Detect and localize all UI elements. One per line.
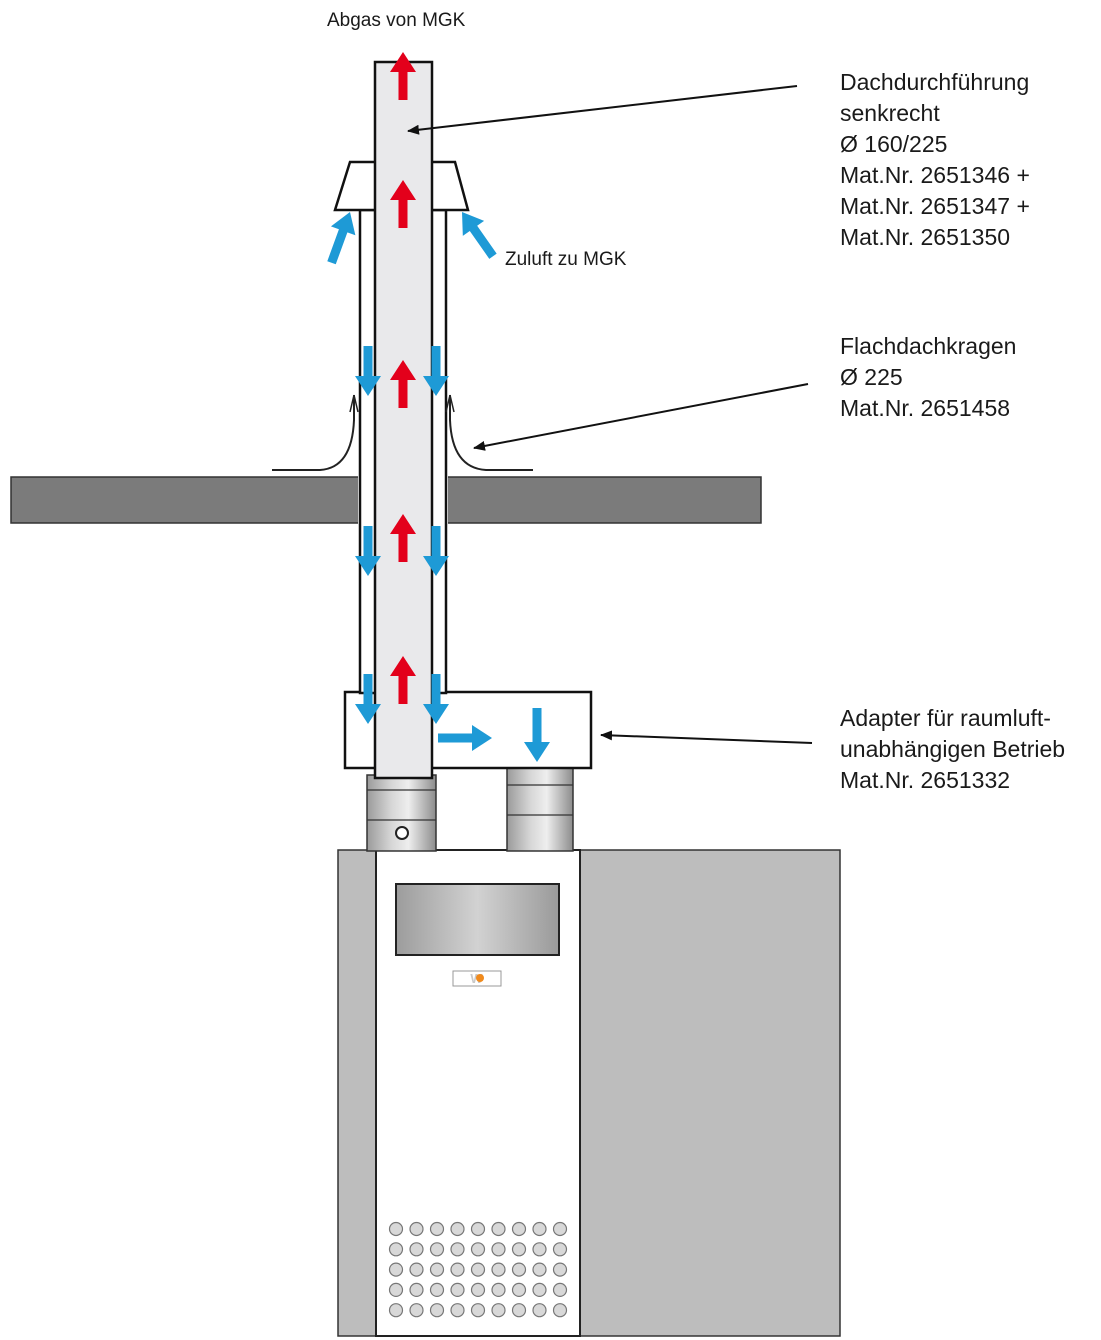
vent-hole: [429, 1282, 445, 1298]
vent-hole: [552, 1303, 568, 1318]
vent-hole: [450, 1242, 465, 1257]
vent-hole: [429, 1262, 445, 1277]
vent-hole: [429, 1242, 445, 1257]
vent-hole: [409, 1282, 424, 1298]
roof-duct-label-line4: Mat.Nr. 2651346 +: [840, 162, 1030, 188]
flat-roof-collar-label-line2: Ø 225: [840, 364, 903, 390]
air-intake-connection: [506, 767, 574, 852]
flat-roof-collar-label: Flachdachkragen Ø 225 Mat.Nr. 2651458: [840, 331, 1016, 424]
boiler-display-panel: [395, 883, 560, 956]
flow-arrows: [327, 52, 550, 762]
vent-hole: [450, 1262, 465, 1277]
vent-hole: [429, 1221, 445, 1237]
vent-hole: [491, 1303, 506, 1318]
vent-hole: [511, 1303, 527, 1318]
supply-air-label: Zuluft zu MGK: [505, 249, 627, 270]
vent-hole: [470, 1221, 486, 1237]
vent-hole: [388, 1282, 404, 1298]
vent-hole: [532, 1221, 547, 1237]
supply-inlet-arrow: [462, 212, 497, 259]
vent-hole: [552, 1221, 568, 1237]
vent-hole: [532, 1303, 547, 1318]
vent-hole: [388, 1303, 404, 1318]
vent-hole: [409, 1242, 424, 1257]
boiler-connections: [366, 767, 574, 852]
vent-hole: [409, 1221, 424, 1237]
vent-hole: [491, 1262, 506, 1277]
measuring-port-icon: [395, 826, 409, 840]
vent-hole: [450, 1221, 465, 1237]
adapter-label-line3: Mat.Nr. 2651332: [840, 767, 1011, 793]
vent-hole: [511, 1282, 527, 1298]
roof-duct-label-line5: Mat.Nr. 2651347 +: [840, 193, 1030, 219]
vent-hole: [409, 1303, 424, 1318]
vent-hole: [552, 1242, 568, 1257]
vent-hole: [388, 1242, 404, 1257]
boiler-side-panel-left: [337, 849, 377, 1337]
supply-flow-arrow: [355, 346, 381, 396]
supply-flow-arrow: [524, 708, 550, 762]
vent-hole: [552, 1282, 568, 1298]
adapter-label: Adapter für raumluft- unabhängigen Betri…: [840, 703, 1065, 796]
leader-roof-duct: [407, 85, 798, 135]
vent-hole: [491, 1221, 506, 1237]
supply-flow-arrow: [423, 674, 449, 724]
vent-hole: [532, 1262, 547, 1277]
adapter-label-line2: unabhängigen Betrieb: [840, 736, 1066, 762]
vent-hole: [450, 1303, 465, 1318]
flat-roof-collar-label-line3: Mat.Nr. 2651458: [840, 395, 1011, 421]
flat-roof-collar-label-line1: Flachdachkragen: [840, 333, 1017, 359]
supply-flow-arrow: [355, 526, 381, 576]
exhaust-flow-arrow: [390, 180, 416, 228]
exhaust-flow-arrow: [390, 656, 416, 704]
exhaust-flow-arrow: [390, 360, 416, 408]
vent-hole: [552, 1262, 568, 1277]
exhaust-flow-arrow: [390, 514, 416, 562]
supply-flow-arrow: [438, 725, 492, 751]
vent-hole: [491, 1242, 506, 1257]
adapter-label-line1: Adapter für raumluft-: [840, 705, 1051, 731]
vent-hole: [450, 1282, 465, 1298]
flat-roof-collar: [272, 394, 533, 471]
supply-flow-arrow: [423, 346, 449, 396]
vent-hole: [388, 1262, 404, 1277]
supply-inlet-arrow: [327, 212, 356, 265]
roof-duct-label-line1: Dachdurchführung: [840, 69, 1030, 95]
roof-duct-label-line6: Mat.Nr. 2651350: [840, 224, 1011, 250]
vent-hole: [470, 1262, 486, 1277]
exhaust-label: Abgas von MGK: [327, 10, 466, 31]
vent-hole: [511, 1221, 527, 1237]
supply-flow-arrow: [355, 674, 381, 724]
roof-duct-label: Dachdurchführung senkrecht Ø 160/225 Mat…: [840, 67, 1030, 253]
leader-lines: [407, 85, 813, 744]
vent-hole: [409, 1262, 424, 1277]
boiler-side-panel-right: [579, 849, 841, 1337]
vent-hole: [491, 1282, 506, 1298]
roof-duct-label-line3: Ø 160/225: [840, 131, 948, 157]
exhaust-flow-arrow: [390, 52, 416, 100]
boiler: W: [337, 849, 841, 1337]
vent-hole: [532, 1282, 547, 1298]
leader-adapter: [600, 730, 813, 744]
vent-hole: [470, 1242, 486, 1257]
ventilation-grille: [388, 1221, 568, 1318]
vent-hole: [511, 1242, 527, 1257]
vent-hole: [470, 1303, 486, 1318]
vent-hole: [470, 1282, 486, 1298]
roof-duct-label-line2: senkrecht: [840, 100, 940, 126]
wolf-logo: W: [452, 970, 502, 987]
leader-flat-roof-collar: [473, 383, 809, 451]
supply-flow-arrow: [423, 526, 449, 576]
vent-hole: [388, 1221, 404, 1237]
vent-hole: [429, 1303, 445, 1318]
vent-hole: [532, 1242, 547, 1257]
vent-hole: [511, 1262, 527, 1277]
